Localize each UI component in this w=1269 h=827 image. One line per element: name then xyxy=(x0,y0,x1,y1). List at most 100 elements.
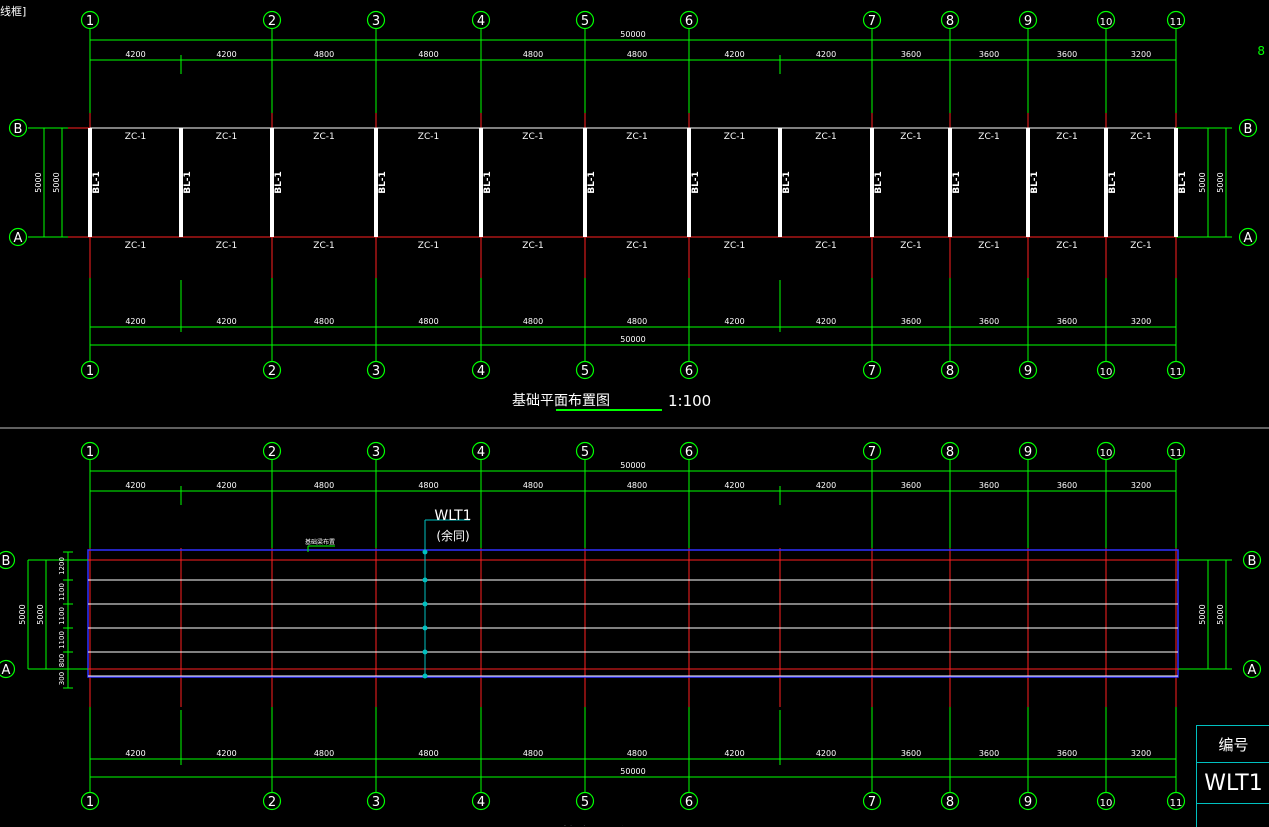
top-span-dim-span-label: 3600 xyxy=(901,50,921,59)
bottom-span-dim-span-label: 3600 xyxy=(901,317,921,326)
sub-dim-label: 800 xyxy=(58,654,66,667)
beam-label: BL-1 xyxy=(483,171,493,194)
axis-bubble-a-right-label: A xyxy=(1244,231,1253,246)
plan2-top-axis-bubble-8-circle xyxy=(940,441,960,461)
plan2-bottom-axis-bubble-6-label: 6 xyxy=(685,795,693,810)
plan2-bottom-axis-bubble-10-circle xyxy=(1096,791,1116,811)
plan2-top-span-dim-span-label: 4200 xyxy=(216,481,236,490)
bottom-axis-bubble-5-label: 5 xyxy=(581,364,589,379)
plan2-axis-bubble-a-left-label: A xyxy=(2,663,11,678)
top-axis-bubble-8-circle xyxy=(940,10,960,30)
bottom-span-dim-span-label: 3600 xyxy=(979,317,999,326)
bottom-span-dim-span-label: 4200 xyxy=(216,317,236,326)
top-axis-bubble-4-circle xyxy=(471,10,491,30)
top-span-dim-span-label: 4200 xyxy=(724,50,744,59)
plan2-bottom-axis-bubble-10-label: 10 xyxy=(1100,798,1113,809)
top-axis-bubble-5-label: 5 xyxy=(581,14,589,29)
bottom-span-dim-span-label: 3200 xyxy=(1131,317,1151,326)
bottom-span-dim-span-label: 4800 xyxy=(627,317,647,326)
plan2-bottom-span-dim-span-label: 4200 xyxy=(216,749,236,758)
top-axis-bubble-10-label: 10 xyxy=(1100,17,1113,28)
bottom-axis-bubble-3-circle xyxy=(366,360,386,380)
plan2-top-span-dim-span-label: 4800 xyxy=(418,481,438,490)
plan2-top-axis-bubble-5-label: 5 xyxy=(581,445,589,460)
top-axis-bubble-6-circle xyxy=(679,10,699,30)
top-total-dim-label: 50000 xyxy=(620,30,645,39)
column-label-bottom: ZC-1 xyxy=(900,241,921,251)
plan2-bottom-axis-bubble-8-circle xyxy=(940,791,960,811)
roof-tag-note: (余同) xyxy=(436,528,469,543)
plan2-axis-bubble-a-right-label: A xyxy=(1248,663,1257,678)
top-axis-bubble-4-label: 4 xyxy=(477,14,485,29)
column-label-top: ZC-1 xyxy=(978,132,999,142)
axis-bubble-a-left-circle xyxy=(8,227,28,247)
beam-label: BL-1 xyxy=(183,171,193,194)
tie-rod-node xyxy=(422,649,428,655)
plan2-bottom-axis-bubble-6-circle xyxy=(679,791,699,811)
axis-bubble-b-left-circle xyxy=(8,118,28,138)
bottom-axis-bubble-5-circle xyxy=(575,360,595,380)
right-dim-outer-label: 5000 xyxy=(1216,172,1225,192)
column-label-bottom: ZC-1 xyxy=(216,241,237,251)
plan2-top-axis-bubble-11-circle xyxy=(1166,441,1186,461)
plan2-axis-bubble-b-left-label: B xyxy=(2,554,11,569)
plan2-axis-bubble-a-right-circle xyxy=(1242,659,1262,679)
left-dim-outer-label: 5000 xyxy=(34,172,43,192)
top-span-dim-span-label: 4200 xyxy=(816,50,836,59)
plan2-axis-bubble-a-left-circle xyxy=(0,659,16,679)
plan2-top-axis-bubble-1-circle xyxy=(80,441,100,461)
plan2-top-axis-bubble-3-circle xyxy=(366,441,386,461)
corner-note: 8 xyxy=(1257,44,1265,58)
beam-label: BL-1 xyxy=(1030,171,1040,194)
plan2-bottom-axis-bubble-9-circle xyxy=(1018,791,1038,811)
plan2-bottom-axis-bubble-11-circle xyxy=(1166,791,1186,811)
axis-bubble-b-right-label: B xyxy=(1244,122,1253,137)
plan2-bottom-axis-bubble-7-circle xyxy=(862,791,882,811)
plan2-top-axis-bubble-6-circle xyxy=(679,441,699,461)
viewport-label: 线框] xyxy=(0,5,27,18)
column-label-top: ZC-1 xyxy=(418,132,439,142)
plan2-top-axis-bubble-1-label: 1 xyxy=(86,445,94,460)
plan2-top-axis-bubble-11-label: 11 xyxy=(1170,448,1183,459)
top-axis-bubble-3-label: 3 xyxy=(372,14,380,29)
bottom-span-dim-span-label: 4200 xyxy=(125,317,145,326)
bottom-axis-bubble-4-circle xyxy=(471,360,491,380)
column-label-top: ZC-1 xyxy=(626,132,647,142)
plan2-bottom-axis-bubble-1-circle xyxy=(80,791,100,811)
bottom-axis-bubble-4-label: 4 xyxy=(477,364,485,379)
top-axis-bubble-9-label: 9 xyxy=(1024,14,1032,29)
plan2-top-axis-bubble-8-label: 8 xyxy=(946,445,954,460)
column-label-bottom: ZC-1 xyxy=(978,241,999,251)
tie-rod-node xyxy=(422,625,428,631)
legend-table-header: 编号 xyxy=(1197,726,1269,763)
column-label-top: ZC-1 xyxy=(724,132,745,142)
column-label-top: ZC-1 xyxy=(313,132,334,142)
column-label-top: ZC-1 xyxy=(125,132,146,142)
beam-label: BL-1 xyxy=(782,171,792,194)
bottom-axis-bubble-11-label: 11 xyxy=(1170,367,1183,378)
plan2-axis-bubble-b-right-label: B xyxy=(1248,554,1257,569)
bottom-axis-bubble-6-label: 6 xyxy=(685,364,693,379)
bottom-span-dim-span-label: 3600 xyxy=(1057,317,1077,326)
plan2-left-dim-outer-label: 5000 xyxy=(18,604,27,624)
beam-label: BL-1 xyxy=(274,171,284,194)
plan2-bottom-axis-bubble-1-label: 1 xyxy=(86,795,94,810)
bottom-axis-bubble-2-label: 2 xyxy=(268,364,276,379)
plan2-bottom-total-dim-label: 50000 xyxy=(620,767,645,776)
top-axis-bubble-8-label: 8 xyxy=(946,14,954,29)
column-label-bottom: ZC-1 xyxy=(1130,241,1151,251)
column-label-bottom: ZC-1 xyxy=(125,241,146,251)
legend-table-value: WLT1 xyxy=(1197,763,1269,804)
top-axis-bubble-2-circle xyxy=(262,10,282,30)
top-axis-bubble-9-circle xyxy=(1018,10,1038,30)
sub-dim-label: 1100 xyxy=(58,583,66,601)
plan2-bottom-span-dim-span-label: 4200 xyxy=(724,749,744,758)
sub-dim-label: 1200 xyxy=(58,557,66,575)
plan2-bottom-span-dim-span-label: 4800 xyxy=(627,749,647,758)
top-axis-bubble-10-circle xyxy=(1096,10,1116,30)
top-span-dim-span-label: 4800 xyxy=(418,50,438,59)
bottom-axis-bubble-1-label: 1 xyxy=(86,364,94,379)
plan2-bottom-axis-bubble-2-label: 2 xyxy=(268,795,276,810)
sub-dim-label: 1100 xyxy=(58,631,66,649)
